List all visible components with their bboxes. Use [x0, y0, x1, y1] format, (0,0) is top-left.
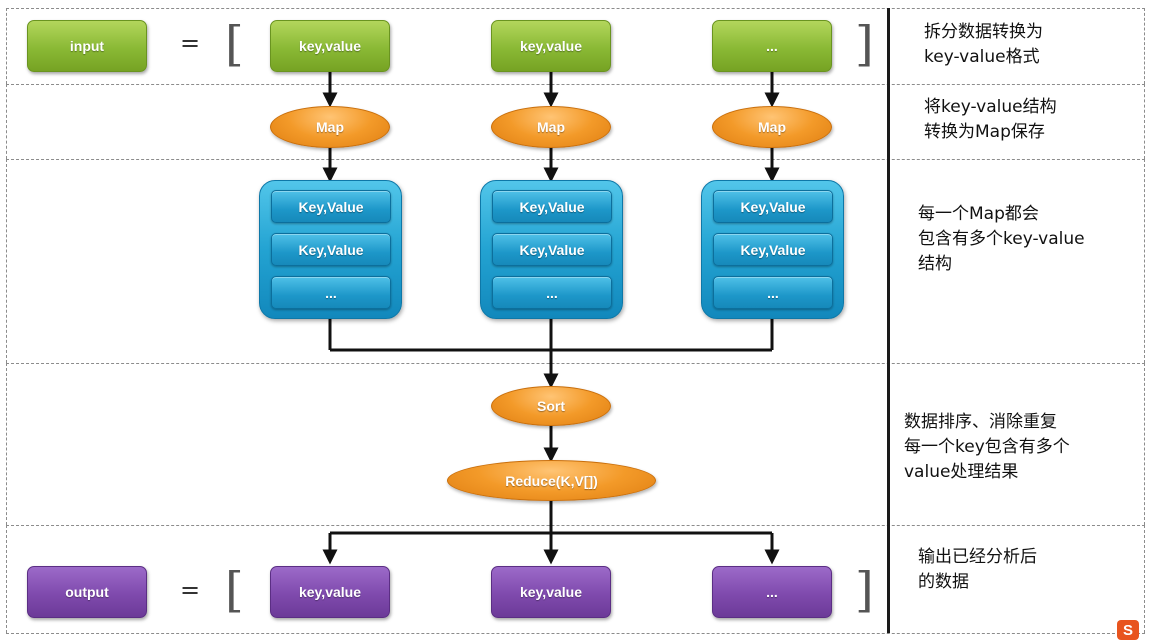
note-line: value处理结果	[904, 462, 1019, 482]
map-node: Map	[270, 106, 390, 148]
note-line: 包含有多个key-value	[918, 229, 1085, 249]
map-output-group: Key,Value Key,Value ...	[259, 180, 402, 319]
note-line: 数据排序、消除重复	[904, 412, 1057, 432]
sort-node: Sort	[491, 386, 611, 426]
key-value-entry: ...	[492, 276, 612, 309]
key-value-entry: ...	[271, 276, 391, 309]
input-item: key,value	[270, 20, 390, 72]
row-map	[6, 84, 1145, 159]
output-item: key,value	[270, 566, 390, 618]
equals-sign: =	[180, 29, 201, 57]
reduce-node: Reduce(K,V[])	[447, 460, 656, 501]
row-sort-reduce	[6, 363, 1145, 525]
map-output-group: Key,Value Key,Value ...	[480, 180, 623, 319]
left-bracket: [	[225, 16, 244, 72]
divider	[6, 159, 1145, 160]
output-item: ...	[712, 566, 832, 618]
note-sort-reduce: 数据排序、消除重复 每一个key包含有多个 value处理结果	[904, 410, 1070, 485]
note-line: 拆分数据转换为	[924, 22, 1043, 42]
input-item: ...	[712, 20, 832, 72]
divider	[6, 84, 1145, 85]
notes-separator	[887, 8, 890, 633]
key-value-entry: Key,Value	[271, 190, 391, 223]
note-line: 每一个Map都会	[918, 204, 1039, 224]
left-bracket: [	[225, 562, 244, 618]
row-key-value	[6, 159, 1145, 363]
key-value-entry: Key,Value	[713, 190, 833, 223]
map-node: Map	[712, 106, 832, 148]
key-value-entry: ...	[713, 276, 833, 309]
row-output	[6, 525, 1145, 633]
note-line: 输出已经分析后	[918, 547, 1037, 567]
output-item: key,value	[491, 566, 611, 618]
note-line: 的数据	[918, 572, 969, 592]
note-line: 结构	[918, 254, 952, 274]
right-bracket: ]	[855, 562, 874, 618]
equals-sign: =	[180, 576, 201, 604]
key-value-entry: Key,Value	[271, 233, 391, 266]
note-line: 转换为Map保存	[924, 122, 1045, 142]
map-node: Map	[491, 106, 611, 148]
note-map: 将key-value结构 转换为Map保存	[924, 95, 1057, 145]
note-line: 每一个key包含有多个	[904, 437, 1070, 457]
key-value-entry: Key,Value	[492, 233, 612, 266]
divider	[6, 525, 1145, 526]
logo-icon: S	[1117, 620, 1139, 640]
note-line: key-value格式	[924, 47, 1040, 67]
row-input	[6, 8, 1145, 84]
divider	[6, 8, 1145, 9]
divider	[6, 633, 1145, 634]
note-key-value: 每一个Map都会 包含有多个key-value 结构	[918, 202, 1085, 277]
input-item: key,value	[491, 20, 611, 72]
right-bracket: ]	[855, 16, 874, 72]
key-value-entry: Key,Value	[713, 233, 833, 266]
input-label-box: input	[27, 20, 147, 72]
note-output: 输出已经分析后 的数据	[918, 545, 1037, 595]
output-label-box: output	[27, 566, 147, 618]
note-line: 将key-value结构	[924, 97, 1057, 117]
key-value-entry: Key,Value	[492, 190, 612, 223]
divider	[6, 363, 1145, 364]
note-split: 拆分数据转换为 key-value格式	[924, 20, 1043, 70]
map-output-group: Key,Value Key,Value ...	[701, 180, 844, 319]
